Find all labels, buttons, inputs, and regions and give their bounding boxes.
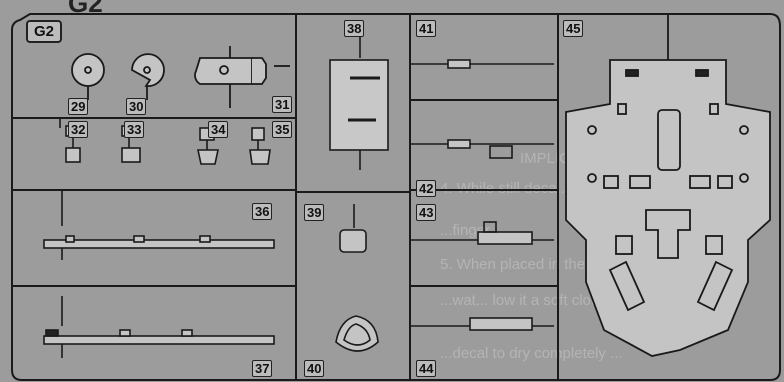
bg-text-6: ...decal to dry completely ... [440,345,623,362]
part-30-label: 30 [126,98,147,115]
part-43-label: 43 [416,204,437,221]
part-41-label: 41 [416,20,437,37]
part-32-label: 32 [68,121,89,138]
part-29-label: 29 [68,98,89,115]
part-29-shape [71,53,105,87]
part-45-label: 45 [563,20,584,37]
part-42-label: 42 [416,180,437,197]
part-44-label: 44 [416,360,437,377]
part-31-label: 31 [272,96,293,113]
part-36-label: 36 [252,203,273,220]
part-35-label: 35 [272,121,293,138]
part-31-shape [194,57,253,85]
part-34-label: 34 [208,121,229,138]
bg-text-5: ...wat... low it a soft cloth. [440,292,608,309]
part-30-shape [131,53,165,87]
part-40-label: 40 [304,360,325,377]
part-39-label: 39 [304,204,325,221]
part-37-label: 37 [252,360,273,377]
part-38-label: 38 [344,20,365,37]
sprue-frame [11,13,781,381]
part-33-label: 33 [124,121,145,138]
sprue-label: G2 [26,20,63,43]
